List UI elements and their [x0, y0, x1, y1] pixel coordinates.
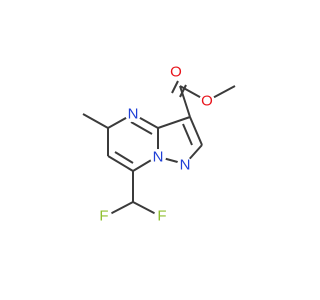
bond-c6-c7-inner [114, 151, 134, 164]
atom-labels: O O N N N F F [96, 64, 215, 225]
atom-n-bridgehead: N [153, 149, 164, 166]
bond-c-carbonyl-o-double-b [171, 80, 179, 94]
f-left-bg [96, 208, 112, 224]
bond-c-carbonyl-o-double-a [179, 84, 187, 98]
atom-n-pyrimidine: N [128, 106, 139, 123]
o-carbonyl-bg [168, 64, 184, 80]
bond-c3-carbonyl [179, 85, 191, 118]
bond-c3-c2 [189, 116, 203, 146]
molecule-structure: O O N N N F F [82, 64, 236, 225]
bond-c3-c2-inner [182, 123, 193, 146]
atom-o-carbonyl: O [170, 64, 182, 81]
bond-c6-c7 [107, 155, 134, 172]
n-bridge-bg [150, 149, 166, 165]
atom-f-right: F [157, 208, 166, 225]
o-ester-bg [199, 93, 215, 109]
bond-c5-methyl [82, 113, 109, 129]
atom-n-pyrazole: N [180, 157, 191, 174]
atom-f-left: F [99, 208, 108, 225]
atom-o-ester: O [201, 93, 213, 110]
bond-c3a-n4-inner [130, 121, 153, 135]
f-right-bg [154, 208, 170, 224]
n-pyrimidine-bg [125, 106, 141, 122]
bond-chf2-f-left [109, 201, 134, 215]
bond-chf2-f-right [132, 201, 157, 215]
n-pyrazole-bg [177, 157, 193, 173]
bond-c3-c3a [157, 116, 191, 129]
